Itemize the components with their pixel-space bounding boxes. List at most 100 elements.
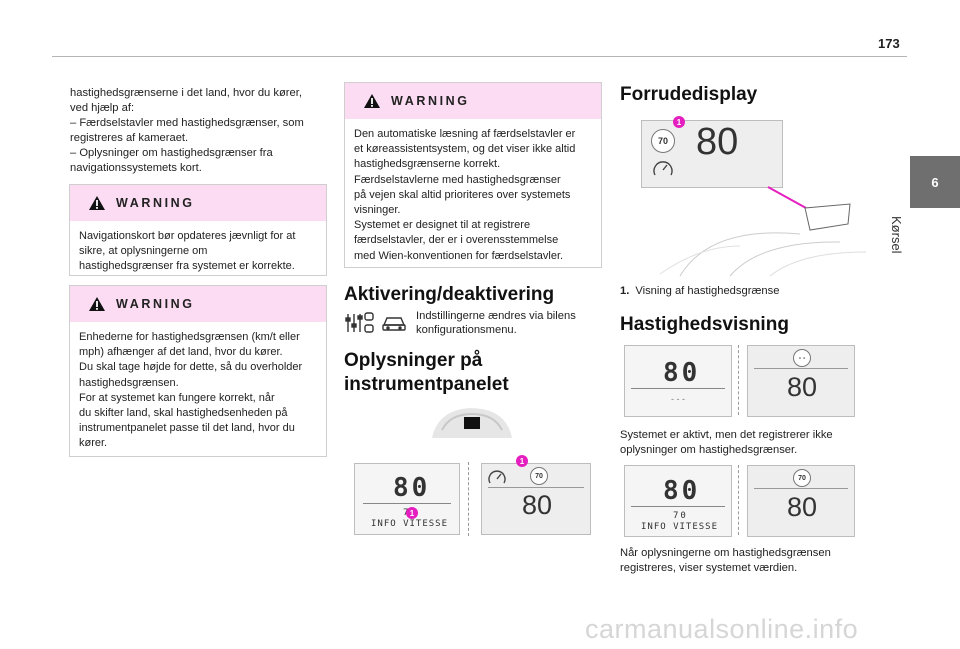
warning-line: hastighedsgrænserne korrekt. [354, 158, 501, 171]
callout-marker: 1 [673, 116, 685, 128]
windscreen-illustration [659, 186, 867, 277]
hud-legend: 1. Visning af hastighedsgrænse [620, 284, 779, 299]
cluster-rule [363, 503, 451, 504]
top-rule [52, 56, 907, 57]
cluster-speed: 80 [522, 490, 553, 520]
warning-title: WARNING [116, 297, 195, 311]
car-settings-icon [382, 317, 406, 331]
cluster-sub: - - - [671, 394, 685, 404]
speedometer-icon [653, 161, 673, 176]
speed-sign: 70 [651, 129, 675, 153]
warning-line: For at systemet kan fungere korrekt, når [79, 391, 275, 404]
warning-line: hastighedsgrænser fra systemet er korrek… [79, 260, 295, 273]
activation-heading: Aktivering/deaktivering [344, 284, 555, 305]
legend-number: 1. [620, 285, 630, 297]
cluster-display-inactive-sign: - - 80 [747, 345, 855, 417]
warning-box-units: WARNING Enhederne for hastighedsgrænsen … [69, 285, 327, 457]
cluster-speed: 80 [393, 473, 431, 503]
legend-text: Visning af hastighedsgrænse [635, 285, 780, 297]
cluster-small-speed: 70 [673, 511, 688, 521]
intro-line: ved hjælp af: [70, 102, 135, 114]
activation-line: konfigurationsmenu. [416, 324, 517, 336]
warning-line: du skifter land, skal hastighedsenheden … [79, 407, 288, 420]
intro-line: registreres af kameraet. [70, 132, 189, 144]
warning-line: hastighedsgrænsen. [79, 376, 179, 389]
cluster-info-text: INFO VITESSE [371, 519, 449, 529]
warning-line: på vejen skal altid prioriteres over sys… [354, 188, 571, 201]
caption-inactive: Systemet er aktivt, men det registrerer … [620, 428, 880, 458]
warning-line: færdselstavler, der er i overensstemmels… [354, 234, 559, 247]
activation-line: Indstillingerne ændres via bilens [416, 310, 576, 322]
chapter-label: Kørsel [888, 216, 908, 286]
dashboard-thumbnail [432, 408, 512, 438]
warning-icon [364, 94, 380, 108]
divider [738, 345, 739, 415]
speed-sign: - - [793, 349, 811, 367]
hud-display: 70 80 [641, 120, 783, 188]
warning-body: Navigationskort bør opdateres jævnligt f… [70, 221, 326, 283]
intro-line: hastighedsgrænserne i det land, hvor du … [70, 87, 302, 99]
hud-heading: Forrudedisplay [620, 84, 758, 105]
warning-box-recognition: WARNING Den automatiske læsning af færds… [344, 82, 602, 268]
cluster-display-inactive: 80 - - - [624, 345, 732, 417]
cluster-display-active-sign: 70 80 [747, 465, 855, 537]
warning-line: et køreassistentsystem, og det viser ikk… [354, 143, 576, 156]
hud-speed: 80 [696, 121, 739, 163]
instrument-heading: Oplysninger på instrumentpanelet [344, 349, 509, 397]
page-number: 173 [878, 36, 900, 51]
intro-text: hastighedsgrænserne i det land, hvor du … [70, 86, 332, 176]
cluster-display-active: 80 70 INFO VITESSE [624, 465, 732, 537]
cluster-info-text: INFO VITESSE [641, 522, 719, 532]
intro-line: navigationssystemets kort. [70, 162, 202, 174]
cluster-rule [488, 487, 584, 488]
warning-box-map: WARNING Navigationskort bør opdateres jæ… [69, 184, 327, 276]
cluster-rule [631, 388, 725, 389]
watermark: carmanualsonline.info [585, 614, 859, 644]
cluster-rule [754, 488, 848, 489]
speed-display-heading: Hastighedsvisning [620, 314, 789, 335]
instrument-heading-line: Oplysninger på [344, 350, 483, 371]
warning-body: Den automatiske læsning af færdselstavle… [345, 119, 601, 272]
chapter-tab[interactable]: 6 [910, 156, 960, 208]
warning-header: WARNING [345, 83, 601, 119]
cluster-display-sign: 70 80 [481, 463, 591, 535]
warning-icon [89, 196, 105, 210]
cluster-rule [754, 368, 848, 369]
caption-line: registreres, viser systemet værdien. [620, 562, 798, 574]
warning-header: WARNING [70, 185, 326, 221]
callout-marker: 1 [406, 507, 418, 519]
warning-line: Enhederne for hastighedsgrænsen (km/t el… [79, 331, 300, 343]
warning-title: WARNING [391, 94, 470, 108]
callout-marker: 1 [516, 455, 528, 467]
intro-line: – Oplysninger om hastighedsgrænser fra [70, 147, 273, 159]
activation-text: Indstillingerne ændres via bilens konfig… [416, 309, 606, 337]
warning-line: visninger. [354, 204, 401, 217]
warning-body: Enhederne for hastighedsgrænsen (km/t el… [70, 322, 326, 460]
caption-line: Systemet er aktivt, men det registrerer … [620, 429, 833, 441]
caption-active: Når oplysningerne om hastighedsgrænsen r… [620, 546, 880, 576]
warning-line: mph) afhænger af det land, hvor du kører… [79, 346, 283, 359]
cluster-speed: 80 [787, 492, 818, 522]
cluster-speed: 80 [663, 476, 701, 506]
cluster-speed: 80 [787, 372, 818, 402]
warning-header: WARNING [70, 286, 326, 322]
warning-line: Den automatiske læsning af færdselstavle… [354, 128, 576, 140]
chapter-label-text: Kørsel [889, 216, 904, 254]
warning-line: kører. [79, 437, 108, 450]
cluster-speed: 80 [663, 358, 701, 388]
warning-line: med Wien-konventionen for færdselstavler… [354, 249, 564, 262]
warning-icon [89, 297, 105, 311]
caption-line: Når oplysningerne om hastighedsgrænsen [620, 547, 831, 559]
instrument-heading-line: instrumentpanelet [344, 374, 509, 395]
intro-line: – Færdselstavler med hastighedsgrænser, … [70, 117, 304, 129]
warning-line: Systemet er designet til at registrere [354, 219, 531, 232]
warning-line: instrumentpanelet passe til det land, hv… [79, 422, 295, 435]
settings-sliders-icon [345, 312, 374, 333]
warning-line: Navigationskort bør opdateres jævnligt f… [79, 230, 296, 242]
caption-line: oplysninger om hastighedsgrænser. [620, 444, 798, 456]
warning-title: WARNING [116, 196, 195, 210]
speed-sign: 70 [793, 469, 811, 487]
cluster-rule [631, 506, 725, 507]
speedometer-icon [488, 470, 506, 484]
cluster-display-info: 80 70 INFO VITESSE [354, 463, 460, 535]
